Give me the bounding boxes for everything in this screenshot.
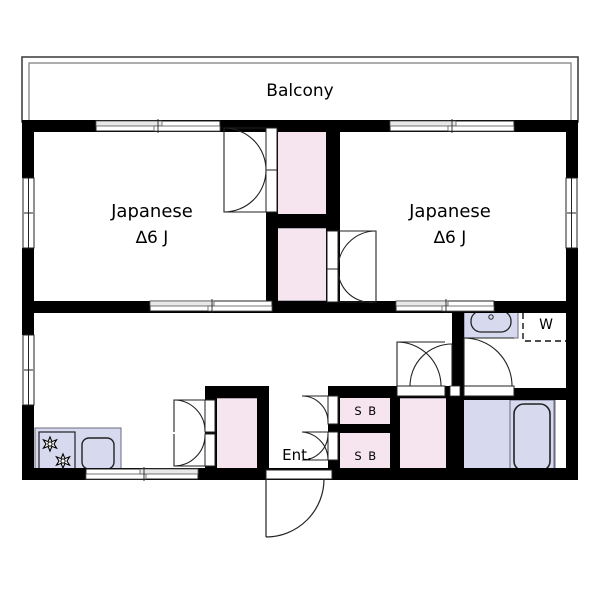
stove-burner-1: [42, 435, 58, 453]
wall-left-a: [22, 120, 34, 178]
slider-bottom-kitchen[interactable]: [85, 467, 199, 481]
wall-bottom-right: [454, 468, 578, 480]
room-labels: Japanese ∆6 J Japanese ∆6 J Ent.: [110, 201, 491, 464]
closet-mid: [397, 397, 454, 479]
shoe-box-upper-label: S B: [354, 404, 377, 418]
entrance-label: Ent.: [282, 446, 312, 464]
wall-hall-closet-top: [205, 386, 269, 398]
balcony-area: Balcony: [21, 56, 579, 123]
wall-closet-divider: [266, 214, 328, 228]
wall-closet-mid-right: [446, 386, 456, 480]
closet-lower: [275, 227, 328, 302]
window-right-upper: [565, 177, 578, 249]
window-left-upper: [22, 177, 35, 249]
lavatory-faucet-icon: [488, 314, 494, 320]
sliding-doors[interactable]: [85, 119, 515, 481]
closet-door-lower-b[interactable]: [326, 268, 377, 303]
washroom-door[interactable]: [396, 341, 446, 397]
closet-hall-door-a[interactable]: [173, 399, 216, 433]
window-left-lower: [22, 334, 35, 406]
bath-door[interactable]: [463, 337, 515, 397]
closet-hall: [214, 397, 260, 479]
japanese-left-name: Japanese: [110, 201, 193, 222]
stove-icon: [38, 431, 76, 475]
wall-shoe-divider: [328, 424, 394, 433]
japanese-left-size: ∆6 J: [135, 228, 169, 248]
balcony-inner-outline: [28, 62, 572, 123]
japanese-right-name: Japanese: [408, 201, 491, 222]
slider-mid-right[interactable]: [395, 299, 495, 313]
wall-right-a: [566, 120, 578, 178]
japanese-right-size: ∆6 J: [433, 228, 467, 248]
shoe-box-door-lower[interactable]: [301, 431, 339, 461]
wall-left-b: [22, 248, 34, 335]
closet-hall-door-b[interactable]: [173, 433, 216, 467]
hall-door[interactable]: [409, 343, 461, 397]
lavatory-basin-icon: [470, 310, 512, 333]
shoe-box-lower-label: S B: [354, 449, 377, 463]
swing-doors[interactable]: [173, 127, 515, 538]
entrance-door[interactable]: [265, 469, 333, 538]
washing-machine-label: W: [539, 317, 553, 333]
closets: S B S B: [214, 124, 454, 479]
shoe-box-door-upper[interactable]: [301, 395, 339, 425]
japanese-left-floor: [34, 125, 275, 301]
slider-top-right[interactable]: [389, 119, 515, 133]
wall-middle-horizontal: [22, 301, 578, 313]
wall-left-c: [22, 405, 34, 480]
bathtub-icon: [513, 403, 551, 472]
wet-areas: W: [34, 304, 570, 479]
kitchen-sink-icon: [81, 437, 115, 470]
slider-mid-left[interactable]: [149, 299, 273, 313]
windows: [22, 177, 578, 406]
slider-top-left[interactable]: [95, 119, 221, 133]
closet-upper: [275, 124, 328, 216]
closet-door-upper-b[interactable]: [223, 169, 278, 213]
wall-hall-closet-right: [257, 386, 269, 480]
shoe-box-upper: [338, 395, 394, 426]
wall-right-b: [566, 248, 578, 480]
balcony-label: Balcony: [266, 81, 333, 101]
wall-shoe-right: [390, 386, 400, 480]
